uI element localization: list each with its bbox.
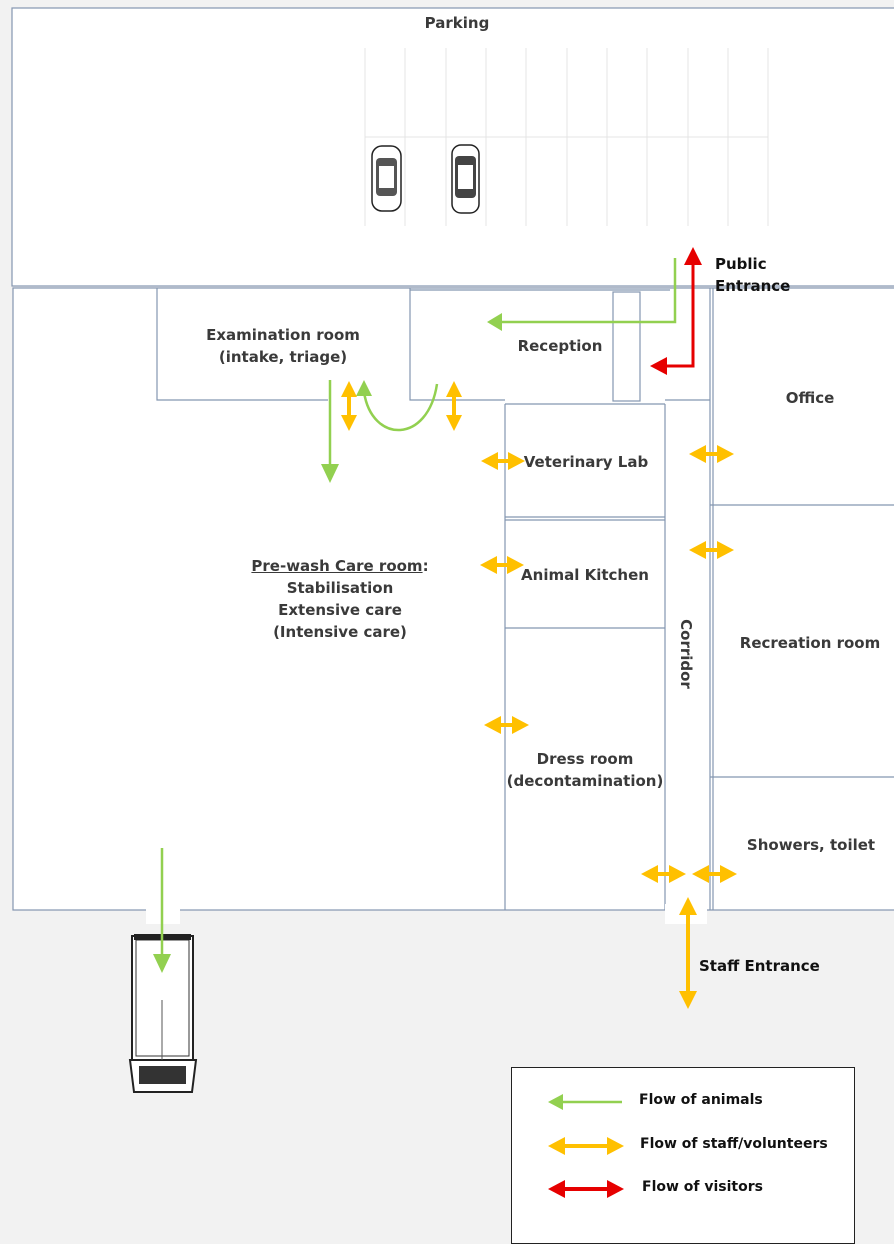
staff-flow-arrow: [484, 716, 529, 734]
public-entrance-label: Public Entrance: [715, 255, 791, 295]
legend-visitors-label: Flow of visitors: [642, 1179, 763, 1195]
legend-visitors-swatch: [548, 1180, 624, 1198]
legend-staff-swatch: [548, 1137, 624, 1155]
animal-kitchen-label: Animal Kitchen: [521, 566, 649, 584]
parking-grid: [364, 48, 769, 226]
showers-toilet-label: Showers, toilet: [746, 836, 876, 854]
legend-animals-label: Flow of animals: [639, 1092, 763, 1108]
prewash-line3: Extensive care: [278, 601, 402, 619]
car-icon: [451, 144, 480, 214]
dress-room-label: Dress room (decontamination): [505, 748, 665, 792]
parking-area: [11, 7, 894, 287]
visitor-flow-arrow: [650, 247, 702, 375]
prewash-colon: :: [422, 557, 429, 575]
legend-swatches: [548, 1094, 624, 1198]
staff-flow-arrow: [480, 556, 524, 574]
prewash-care-room-label: Pre-wash Care room: Stabilisation Extens…: [240, 555, 440, 643]
staff-flow-arrow: [446, 381, 462, 431]
legend: Flow of animals Flow of staff/volunteers…: [511, 1067, 855, 1244]
examination-room-line1: Examination room: [206, 326, 360, 344]
staff-entrance-label: Staff Entrance: [699, 957, 820, 975]
legend-animals-swatch: [548, 1094, 622, 1110]
staff-flow-arrow: [689, 445, 734, 463]
prewash-line4: (Intensive care): [273, 623, 407, 641]
staff-flow-arrow: [481, 452, 525, 470]
building: [12, 287, 894, 911]
staff-flow-arrow: [692, 865, 737, 883]
staff-flow-arrow: [679, 897, 697, 1009]
legend-staff-label: Flow of staff/volunteers: [640, 1136, 828, 1152]
examination-room-line2: (intake, triage): [218, 348, 348, 366]
animal-flow-arrows: [160, 258, 677, 956]
car-icon: [371, 145, 402, 212]
veterinary-lab-label: Veterinary Lab: [523, 453, 649, 471]
staff-flow-arrow: [341, 381, 357, 431]
building-walls: [156, 288, 894, 910]
dress-room-line2: (decontamination): [506, 772, 664, 790]
corridor-label: Corridor: [677, 619, 695, 689]
animal-arrow-heads: [153, 313, 502, 973]
dress-room-line1: Dress room: [536, 750, 634, 768]
examination-room-label: Examination room (intake, triage): [180, 324, 386, 368]
staff-flow-arrow: [641, 865, 686, 883]
reception-label: Reception: [517, 337, 603, 355]
staff-flow-arrow: [689, 541, 734, 559]
parking-label: Parking: [424, 14, 490, 32]
office-label: Office: [785, 389, 835, 407]
recreation-room-label: Recreation room: [739, 634, 881, 652]
prewash-line2: Stabilisation: [286, 579, 394, 597]
prewash-title: Pre-wash Care room: [251, 557, 423, 575]
